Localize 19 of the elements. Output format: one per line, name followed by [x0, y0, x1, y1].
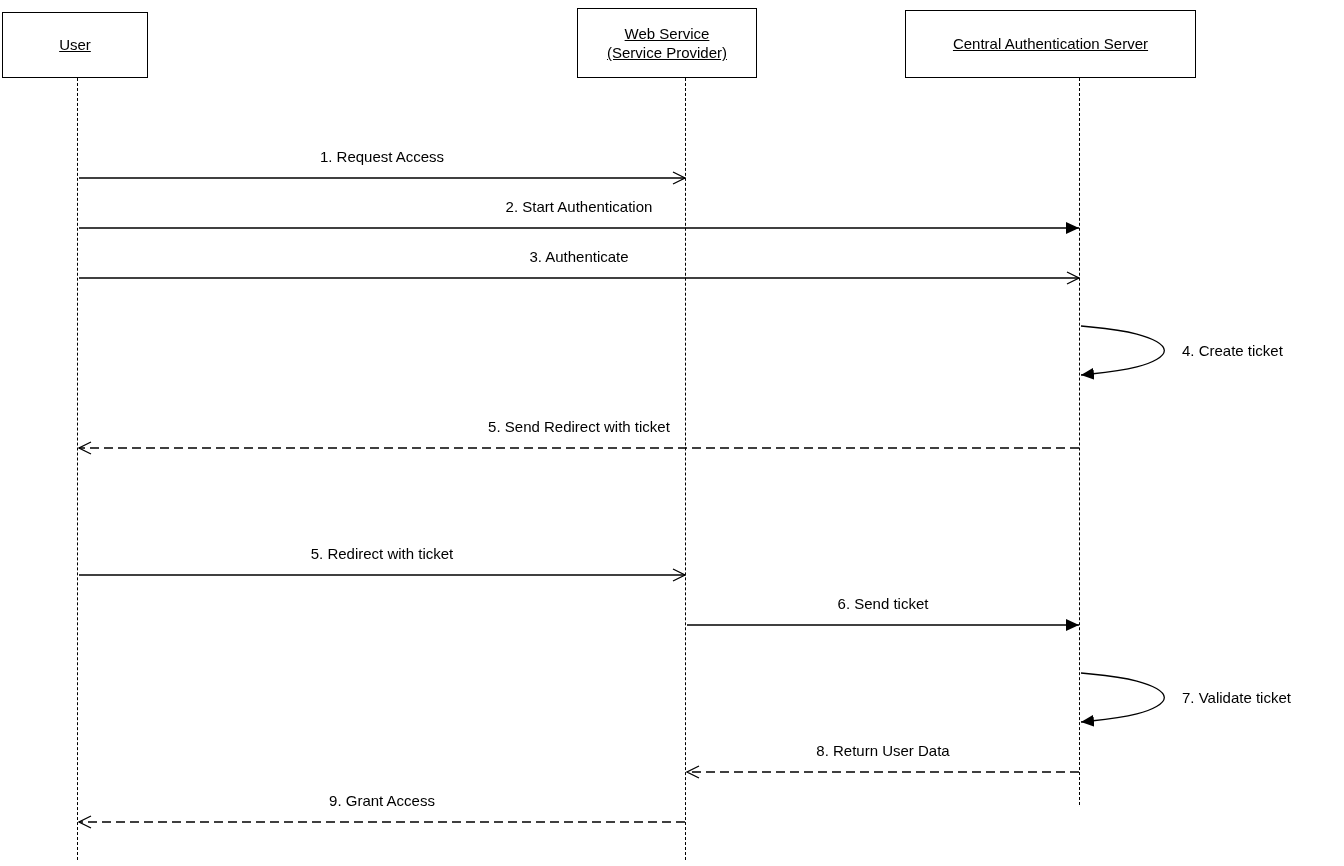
participant-name: Web Service (Service Provider) [606, 23, 728, 63]
message-arrow [78, 271, 1080, 285]
message-arrow [78, 815, 686, 829]
self-message-arrow [1080, 325, 1165, 380]
participant-name: Central Authentication Server [952, 34, 1149, 54]
message-arrow [686, 765, 1080, 779]
lifeline [685, 78, 687, 860]
participant-box [2, 12, 148, 78]
self-message-arrow [1080, 672, 1165, 727]
message-arrow [78, 441, 1080, 455]
message-arrow [686, 619, 1080, 631]
participant-box [905, 10, 1196, 78]
message-arrow [78, 568, 686, 582]
message-arrow [78, 222, 1080, 234]
message-arrow [78, 171, 686, 185]
participant-box [577, 8, 757, 78]
lifeline [77, 78, 79, 860]
lifeline [1079, 78, 1081, 805]
participant-name: User [59, 35, 91, 55]
